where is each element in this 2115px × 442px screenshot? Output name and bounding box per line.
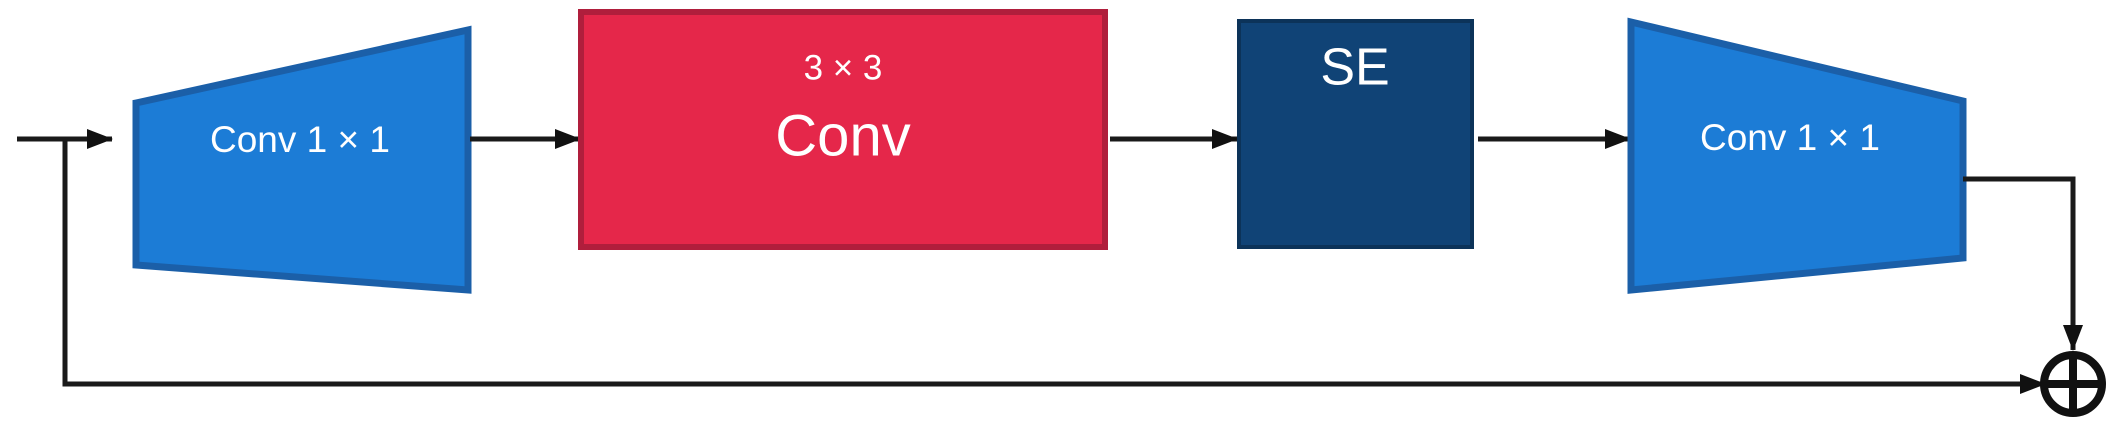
expand-conv-label: Conv 1 × 1 bbox=[210, 119, 390, 160]
block-depthwise-conv[interactable]: 3 × 3 Conv bbox=[578, 9, 1108, 250]
se-module-label: SE bbox=[1320, 39, 1389, 97]
project-conv-label: Conv 1 × 1 bbox=[1700, 117, 1880, 158]
skip-connection-path bbox=[62, 139, 2046, 394]
arrow-project-to-add bbox=[1963, 176, 2083, 351]
block-project-conv[interactable]: Conv 1 × 1 bbox=[1627, 17, 1967, 294]
depthwise-conv-shape[interactable] bbox=[578, 9, 1108, 250]
depthwise-conv-kernel-label: 3 × 3 bbox=[804, 48, 883, 87]
arrow-project-to-add-line bbox=[1963, 176, 2083, 351]
skip-connection-line bbox=[62, 139, 2046, 394]
project-conv-shape[interactable] bbox=[1627, 17, 1967, 294]
block-expand-conv[interactable]: Conv 1 × 1 bbox=[132, 25, 472, 294]
residual-add-operator[interactable] bbox=[2040, 351, 2106, 417]
se-module-shape[interactable] bbox=[1237, 19, 1474, 249]
block-se-module[interactable]: SE bbox=[1237, 19, 1474, 249]
expand-conv-shape[interactable] bbox=[132, 25, 472, 294]
depthwise-conv-label: Conv bbox=[775, 103, 910, 168]
